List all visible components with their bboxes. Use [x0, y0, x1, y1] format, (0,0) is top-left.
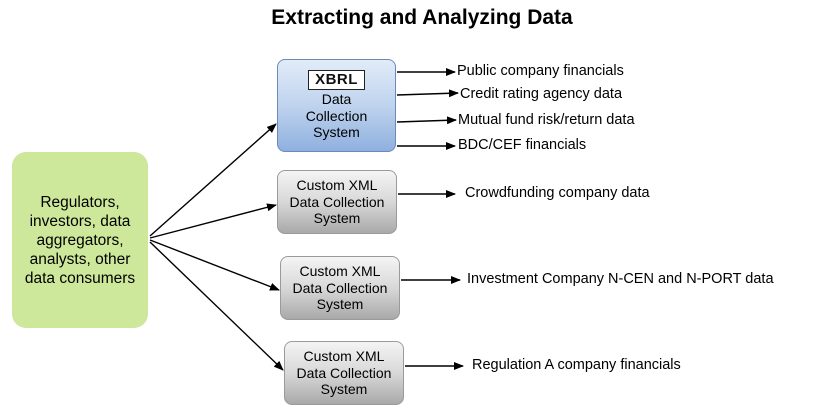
custom-box-line: Custom XML — [303, 348, 385, 365]
xbrl-box-line: System — [313, 124, 360, 141]
custom-output-label: Regulation A company financials — [472, 357, 681, 373]
consumers-line: aggregators, — [36, 231, 124, 249]
arrow-xbrl-output-2 — [396, 89, 459, 98]
xbrl-data-collection-system-box: XBRL Data Collection System — [277, 59, 396, 152]
consumers-line: data consumers — [24, 269, 136, 287]
custom-box-line: Data Collection — [296, 364, 392, 381]
diagram-title: Extracting and Analyzing Data — [271, 6, 573, 29]
custom-xml-system-box: Custom XML Data Collection System — [284, 341, 404, 405]
custom-box-line: System — [313, 210, 361, 227]
xbrl-box-line: Data — [321, 91, 352, 108]
custom-output-label: Investment Company N-CEN and N-PORT data — [467, 271, 774, 287]
custom-box-line: Data Collection — [292, 279, 388, 296]
custom-box-line: Data Collection — [289, 193, 385, 210]
xbrl-output-label: Credit rating agency data — [460, 86, 623, 102]
custom-box-line: System — [320, 381, 368, 398]
xbrl-output-label: Mutual fund risk/return data — [458, 112, 635, 128]
custom-xml-system-box: Custom XML Data Collection System — [280, 256, 400, 320]
arrow-to-custom-xml-1 — [149, 203, 277, 239]
xbrl-output-label: BDC/CEF financials — [458, 137, 587, 153]
custom-box-line: Custom XML — [296, 177, 378, 194]
consumers-line: investors, data — [29, 212, 131, 230]
arrow-xbrl-output-3 — [396, 116, 457, 125]
consumers-line: Regulators, — [40, 193, 120, 211]
custom-box-line: System — [316, 296, 364, 313]
arrow-to-custom-xml-3 — [149, 241, 284, 371]
xbrl-box-line: Collection — [305, 107, 368, 124]
custom-xml-system-box: Custom XML Data Collection System — [277, 170, 397, 234]
custom-box-line: Custom XML — [299, 263, 381, 280]
data-consumers-box: Regulators, investors, data aggregators,… — [12, 152, 148, 328]
arrow-to-custom-xml-2 — [149, 239, 280, 291]
xbrl-logo: XBRL — [308, 70, 365, 91]
xbrl-output-label: Public company financials — [457, 63, 624, 79]
consumers-line: analysts, other — [29, 250, 131, 268]
custom-output-label: Crowdfunding company data — [465, 185, 650, 201]
arrow-to-xbrl — [149, 123, 277, 237]
